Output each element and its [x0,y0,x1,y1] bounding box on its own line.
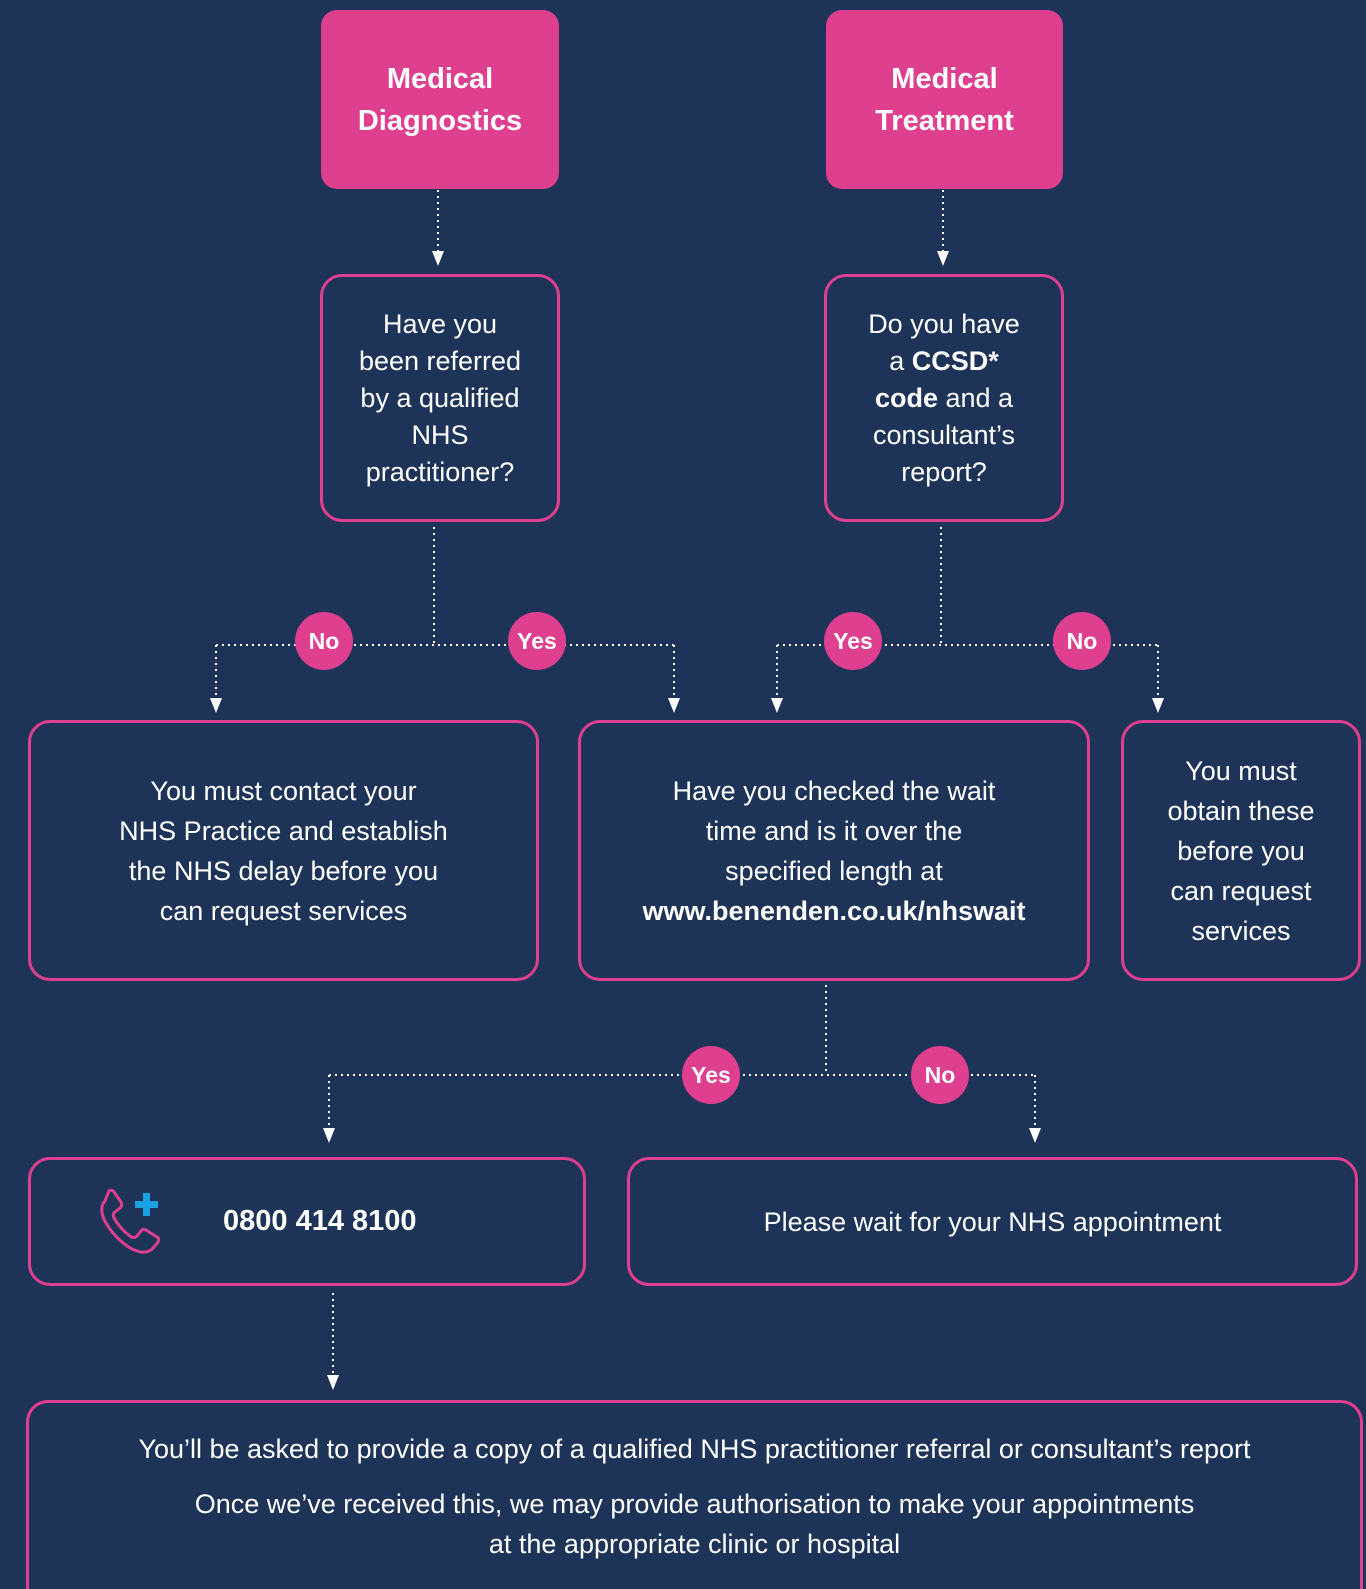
diagnostics-no-badge: No [295,612,353,670]
contact-practice-line: You must contact your [150,775,417,806]
nhs-wait-link[interactable]: www.benenden.co.uk/nhswait [642,895,1026,926]
diagnostics-question-line: practitioner? [365,456,515,487]
diagnostics-question-box: Have you been referred by a qualified NH… [320,274,560,522]
final-info-line1: You’ll be asked to provide a copy of a q… [138,1433,1251,1464]
treatment-no-badge: No [1053,612,1111,670]
treatment-yes-badge: Yes [824,612,882,670]
phone-plus-icon [100,1188,161,1254]
contact-practice-line: the NHS delay before you [128,855,439,886]
treatment-question-line: code and a [868,380,1020,417]
obtain-line: You must [1185,755,1297,786]
treatment-question-line: report? [901,456,987,487]
medical-diagnostics-box: Medical Diagnostics [321,10,559,189]
ccsd-label: CCSD* [911,345,999,376]
obtain-line: obtain these [1167,795,1315,826]
arrowhead [323,1128,335,1143]
obtain-line: services [1191,915,1291,946]
diagnostics-question-line: NHS [411,419,469,450]
diagnostics-question-line: by a qualified [360,382,520,413]
obtain-line: before you [1177,835,1305,866]
contact-practice-line: NHS Practice and establish [119,815,448,846]
diagnostics-yes-badge: Yes [508,612,566,670]
arrowhead [327,1375,339,1390]
treatment-question-line: Do you have [868,308,1020,339]
diagnostics-question-line: Have you [382,308,498,339]
arrowhead [771,698,783,713]
phone-number[interactable]: 0800 414 8100 [223,1205,417,1237]
arrowhead [210,698,222,713]
treatment-question-line: consultant’s [872,419,1016,450]
medical-treatment-box: Medical Treatment [826,10,1063,189]
treatment-question-box: Do you have a CCSD* code and a consultan… [824,274,1064,522]
contact-practice-box: You must contact your NHS Practice and e… [28,720,539,981]
wait-check-line: specified length at [725,855,943,886]
arrowhead [432,251,444,266]
medical-diagnostics-title-line2: Diagnostics [357,104,523,137]
obtain-line: can request [1170,875,1312,906]
wait-appointment-text: Please wait for your NHS appointment [763,1206,1222,1237]
treatment-question-line: a CCSD* [868,343,1020,380]
arrowhead [1029,1128,1041,1143]
wait-check-box: Have you checked the wait time and is it… [578,720,1090,981]
treatment-question-text: and a [937,382,1014,413]
final-info-box: You’ll be asked to provide a copy of a q… [26,1400,1363,1589]
diagnostics-question-line: been referred [358,345,522,376]
medical-diagnostics-title-line1: Medical [386,62,494,95]
wait-check-line: time and is it over the [705,815,963,846]
wait-check-line: Have you checked the wait [672,775,996,806]
obtain-box: You must obtain these before you can req… [1121,720,1361,981]
arrowhead [937,251,949,266]
medical-treatment-title-line2: Treatment [875,104,1014,137]
final-info-line3: at the appropriate clinic or hospital [488,1528,901,1559]
wait-appointment-box: Please wait for your NHS appointment [627,1157,1358,1286]
code-label: code [874,382,938,413]
contact-practice-line: can request services [159,895,408,926]
wait-no-badge: No [911,1046,969,1104]
treatment-question-text: a [889,345,912,376]
arrowhead [1152,698,1164,713]
arrowhead [668,698,680,713]
phone-box: 0800 414 8100 [28,1157,586,1286]
medical-treatment-title-line1: Medical [891,62,998,95]
wait-yes-badge: Yes [682,1046,740,1104]
final-info-line2: Once we’ve received this, we may provide… [194,1488,1195,1519]
